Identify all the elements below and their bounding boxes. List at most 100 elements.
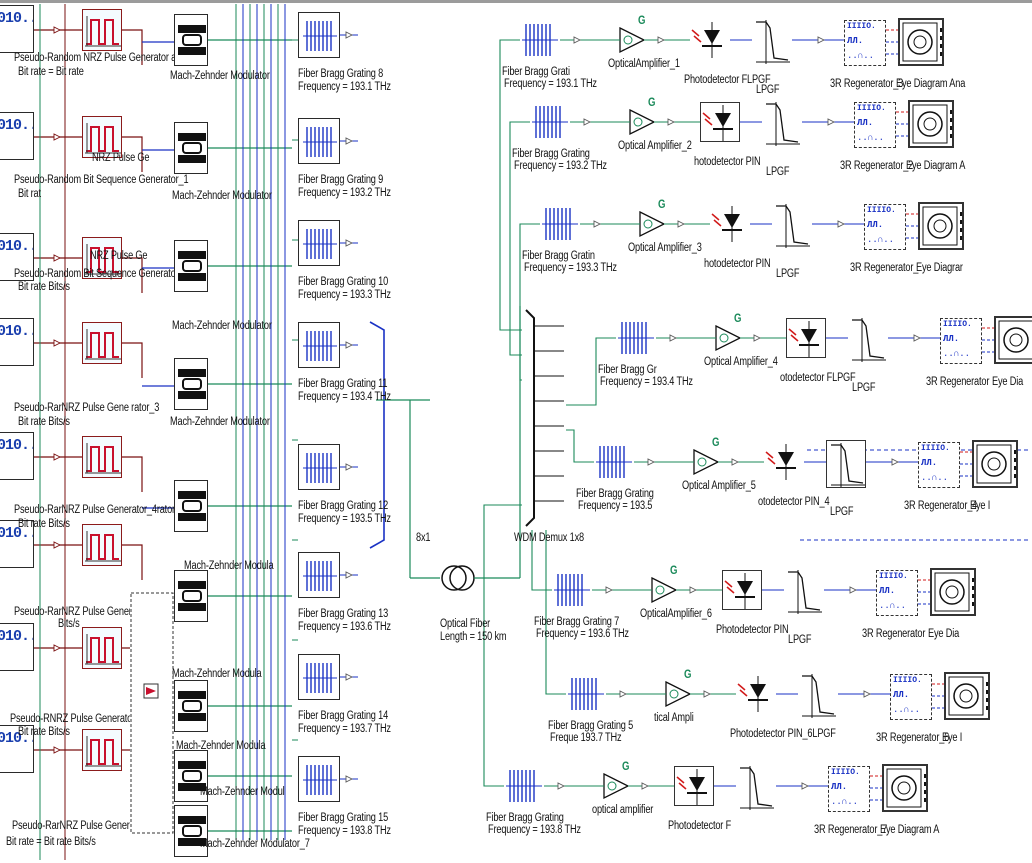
mach-zehnder-modulator[interactable] <box>174 480 208 532</box>
eye-diagram-icon <box>974 442 1018 488</box>
nrz-out-wire <box>122 545 142 580</box>
fiber-bragg-grating-rx[interactable] <box>530 100 570 144</box>
fiber-bragg-grating-rx[interactable] <box>504 764 544 808</box>
eye-diagram-analyzer[interactable] <box>918 202 964 250</box>
fiber-bragg-grating[interactable] <box>298 118 340 164</box>
lowpass-filter[interactable] <box>762 100 802 148</box>
prbs-generator[interactable]: 010.. <box>0 623 34 671</box>
photodetector[interactable] <box>764 442 804 482</box>
lowpass-filter[interactable] <box>848 316 888 364</box>
eye-diagram-analyzer[interactable] <box>930 568 976 616</box>
optical-amplifier-icon[interactable] <box>640 212 664 236</box>
3r-regenerator[interactable]: IIIIO. ЛЛ. ..∩.. <box>876 570 918 616</box>
3r-regenerator[interactable]: IIIIO. ЛЛ. ..∩.. <box>828 766 870 812</box>
nrz-pulse-icon <box>83 10 122 51</box>
nrz-pulse-generator[interactable] <box>82 436 122 478</box>
lowpass-filter[interactable] <box>784 568 824 616</box>
fiber-bragg-grating-rx[interactable] <box>540 202 580 246</box>
grating-icon <box>299 445 340 490</box>
fiber-bragg-grating[interactable] <box>298 444 340 490</box>
nrz-pulse-generator[interactable] <box>82 524 122 566</box>
wdm-demux[interactable] <box>522 306 566 530</box>
prbs-generator[interactable]: 010.. <box>0 318 34 366</box>
optical-amplifier-icon[interactable] <box>716 326 740 350</box>
fiber-bragg-grating-rx[interactable] <box>552 568 592 612</box>
eye-diagram-analyzer[interactable] <box>882 764 928 812</box>
nrz-out-wire <box>122 457 142 492</box>
photodiode-icon <box>723 571 762 610</box>
fiber-bragg-grating[interactable] <box>298 654 340 700</box>
prbs-generator[interactable]: 010.. <box>0 5 34 53</box>
lowpass-filter[interactable] <box>752 18 792 66</box>
lowpass-filter[interactable] <box>772 202 812 250</box>
mach-zehnder-modulator[interactable] <box>174 240 208 292</box>
mach-zehnder-modulator[interactable] <box>174 570 208 622</box>
mzm-icon <box>175 481 208 532</box>
photodetector[interactable] <box>736 674 776 714</box>
3r-regenerator[interactable]: IIIIO. ЛЛ. ..∩.. <box>864 204 906 250</box>
eye-diagram-analyzer[interactable] <box>972 440 1018 488</box>
optical-amplifier-icon[interactable] <box>666 682 690 706</box>
prbs-generator[interactable]: 010.. <box>0 432 34 480</box>
photodetector[interactable] <box>690 20 730 60</box>
optical-amplifier-icon[interactable] <box>604 774 628 798</box>
prbs-label: Pseudo-RarNRZ Pulse Gene rator_3 <box>14 402 159 415</box>
optical-amplifier-icon[interactable] <box>630 110 654 134</box>
nrz-pulse-generator[interactable] <box>82 322 122 364</box>
port-arrow-icon <box>802 783 808 789</box>
grating-icon <box>299 221 340 266</box>
optical-amplifier-icon[interactable] <box>652 578 676 602</box>
photodetector[interactable] <box>722 570 762 610</box>
cw-laser[interactable] <box>130 592 174 834</box>
fiber-bragg-grating-rx[interactable] <box>520 18 560 62</box>
photodetector[interactable] <box>674 766 714 806</box>
photodetector[interactable] <box>710 204 750 244</box>
photodetector[interactable] <box>700 102 740 142</box>
demux-label: WDM Demux 1x8 <box>514 532 584 545</box>
photodiode-icon <box>701 103 740 142</box>
lowpass-filter[interactable] <box>798 672 838 720</box>
eye-diagram-analyzer[interactable] <box>994 316 1032 364</box>
fbg-name: Fiber Bragg Grating 15 <box>298 812 388 825</box>
3r-regenerator[interactable]: IIIIO. ЛЛ. ..∩.. <box>854 102 896 148</box>
mach-zehnder-modulator[interactable] <box>174 680 208 732</box>
fiber-bragg-grating[interactable] <box>298 552 340 598</box>
lowpass-filter[interactable] <box>736 764 776 812</box>
fiber-bragg-grating-rx[interactable] <box>616 316 656 360</box>
3r-regenerator[interactable]: IIIIO. ЛЛ. ..∩.. <box>918 442 960 488</box>
fiber-bragg-grating-rx[interactable] <box>594 440 634 484</box>
eye-diagram-analyzer[interactable] <box>908 100 954 148</box>
fiber-bragg-grating-rx[interactable] <box>566 672 606 716</box>
fiber-bragg-grating[interactable] <box>298 220 340 266</box>
lpf-label: LPGF <box>830 506 853 519</box>
mach-zehnder-modulator[interactable] <box>174 358 208 410</box>
fiber-bragg-grating[interactable] <box>298 322 340 368</box>
nrz-pulse-generator[interactable] <box>82 9 122 51</box>
nrz-pulse-generator[interactable] <box>82 729 122 771</box>
fiber-bragg-grating[interactable] <box>298 756 340 802</box>
lowpass-filter[interactable] <box>826 440 866 488</box>
fbg-rx-frequency: Frequency = 193.2 THz <box>514 160 607 173</box>
fiber-bragg-grating[interactable] <box>298 12 340 58</box>
eye-diagram-analyzer[interactable] <box>898 18 944 66</box>
photodetector[interactable] <box>786 318 826 358</box>
demux-icon <box>522 306 566 530</box>
prbs-label: Bit rate Bits/s <box>18 518 70 531</box>
3r-regenerator[interactable]: IIIIO. ЛЛ. ..∩.. <box>940 318 982 364</box>
lowpass-icon <box>736 764 776 812</box>
mach-zehnder-modulator[interactable] <box>174 14 208 66</box>
eye-diagram-analyzer[interactable] <box>944 672 990 720</box>
regen-clock-glyph: IIIIO. <box>943 320 972 329</box>
3r-regenerator[interactable]: IIIIO. ЛЛ. ..∩.. <box>844 20 886 66</box>
optical-amplifier-icon[interactable] <box>694 450 718 474</box>
nrz-pulse-generator[interactable] <box>82 627 122 669</box>
optical-amplifier-icon[interactable] <box>620 28 644 52</box>
mach-zehnder-modulator[interactable] <box>174 122 208 174</box>
port-arrow-icon <box>704 691 710 697</box>
fbg-frequency: Frequency = 193.2 THz <box>298 187 391 200</box>
gain-glyph: G <box>622 760 629 773</box>
lowpass-icon <box>752 18 792 66</box>
prbs-generator[interactable]: 010.. <box>0 112 34 160</box>
3r-regenerator[interactable]: IIIIO. ЛЛ. ..∩.. <box>890 674 932 720</box>
